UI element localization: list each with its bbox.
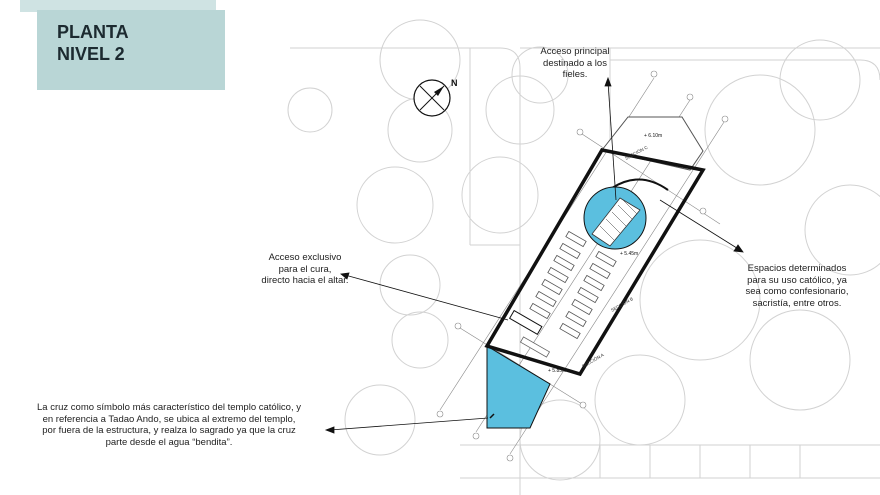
level-top: + 6.10m [644, 133, 662, 139]
water-pool [486, 345, 551, 429]
stair-treads [599, 199, 638, 241]
main-hall-walls [484, 148, 706, 377]
title-accent-band [20, 0, 216, 12]
altar-stair [508, 309, 543, 336]
plan-title-line-2: NIVEL 2 [57, 44, 125, 64]
annotation-acceso-cura: Acceso exclusivo para el cura, directo h… [261, 252, 349, 286]
altar-table [519, 336, 551, 358]
title-box [37, 10, 225, 90]
compass-north-letter: N [451, 78, 458, 88]
annotation-cruz: La cruz como símbolo más característico … [37, 402, 301, 448]
central-stair [591, 197, 641, 247]
level-middle: + 5.45m [620, 251, 638, 257]
annotation-arrows [324, 76, 744, 434]
north-compass: N [413, 78, 458, 117]
pews [529, 230, 617, 340]
section-label-b: SECCIÓN B [610, 295, 634, 313]
entrance-arc [611, 178, 669, 191]
annotation-acceso-principal: Acceso principal destinado a los fieles. [540, 46, 610, 80]
cross-mark [489, 413, 495, 419]
level-bottom: + 5.85m [548, 368, 566, 374]
annotation-espacios: Espacios determinados para su uso católi… [745, 263, 849, 309]
plan-title-line-1: PLANTA [57, 22, 129, 42]
plan-title: PLANTA NIVEL 2 [57, 21, 129, 65]
entry-pavilion [601, 116, 704, 171]
site-context [287, 19, 880, 495]
